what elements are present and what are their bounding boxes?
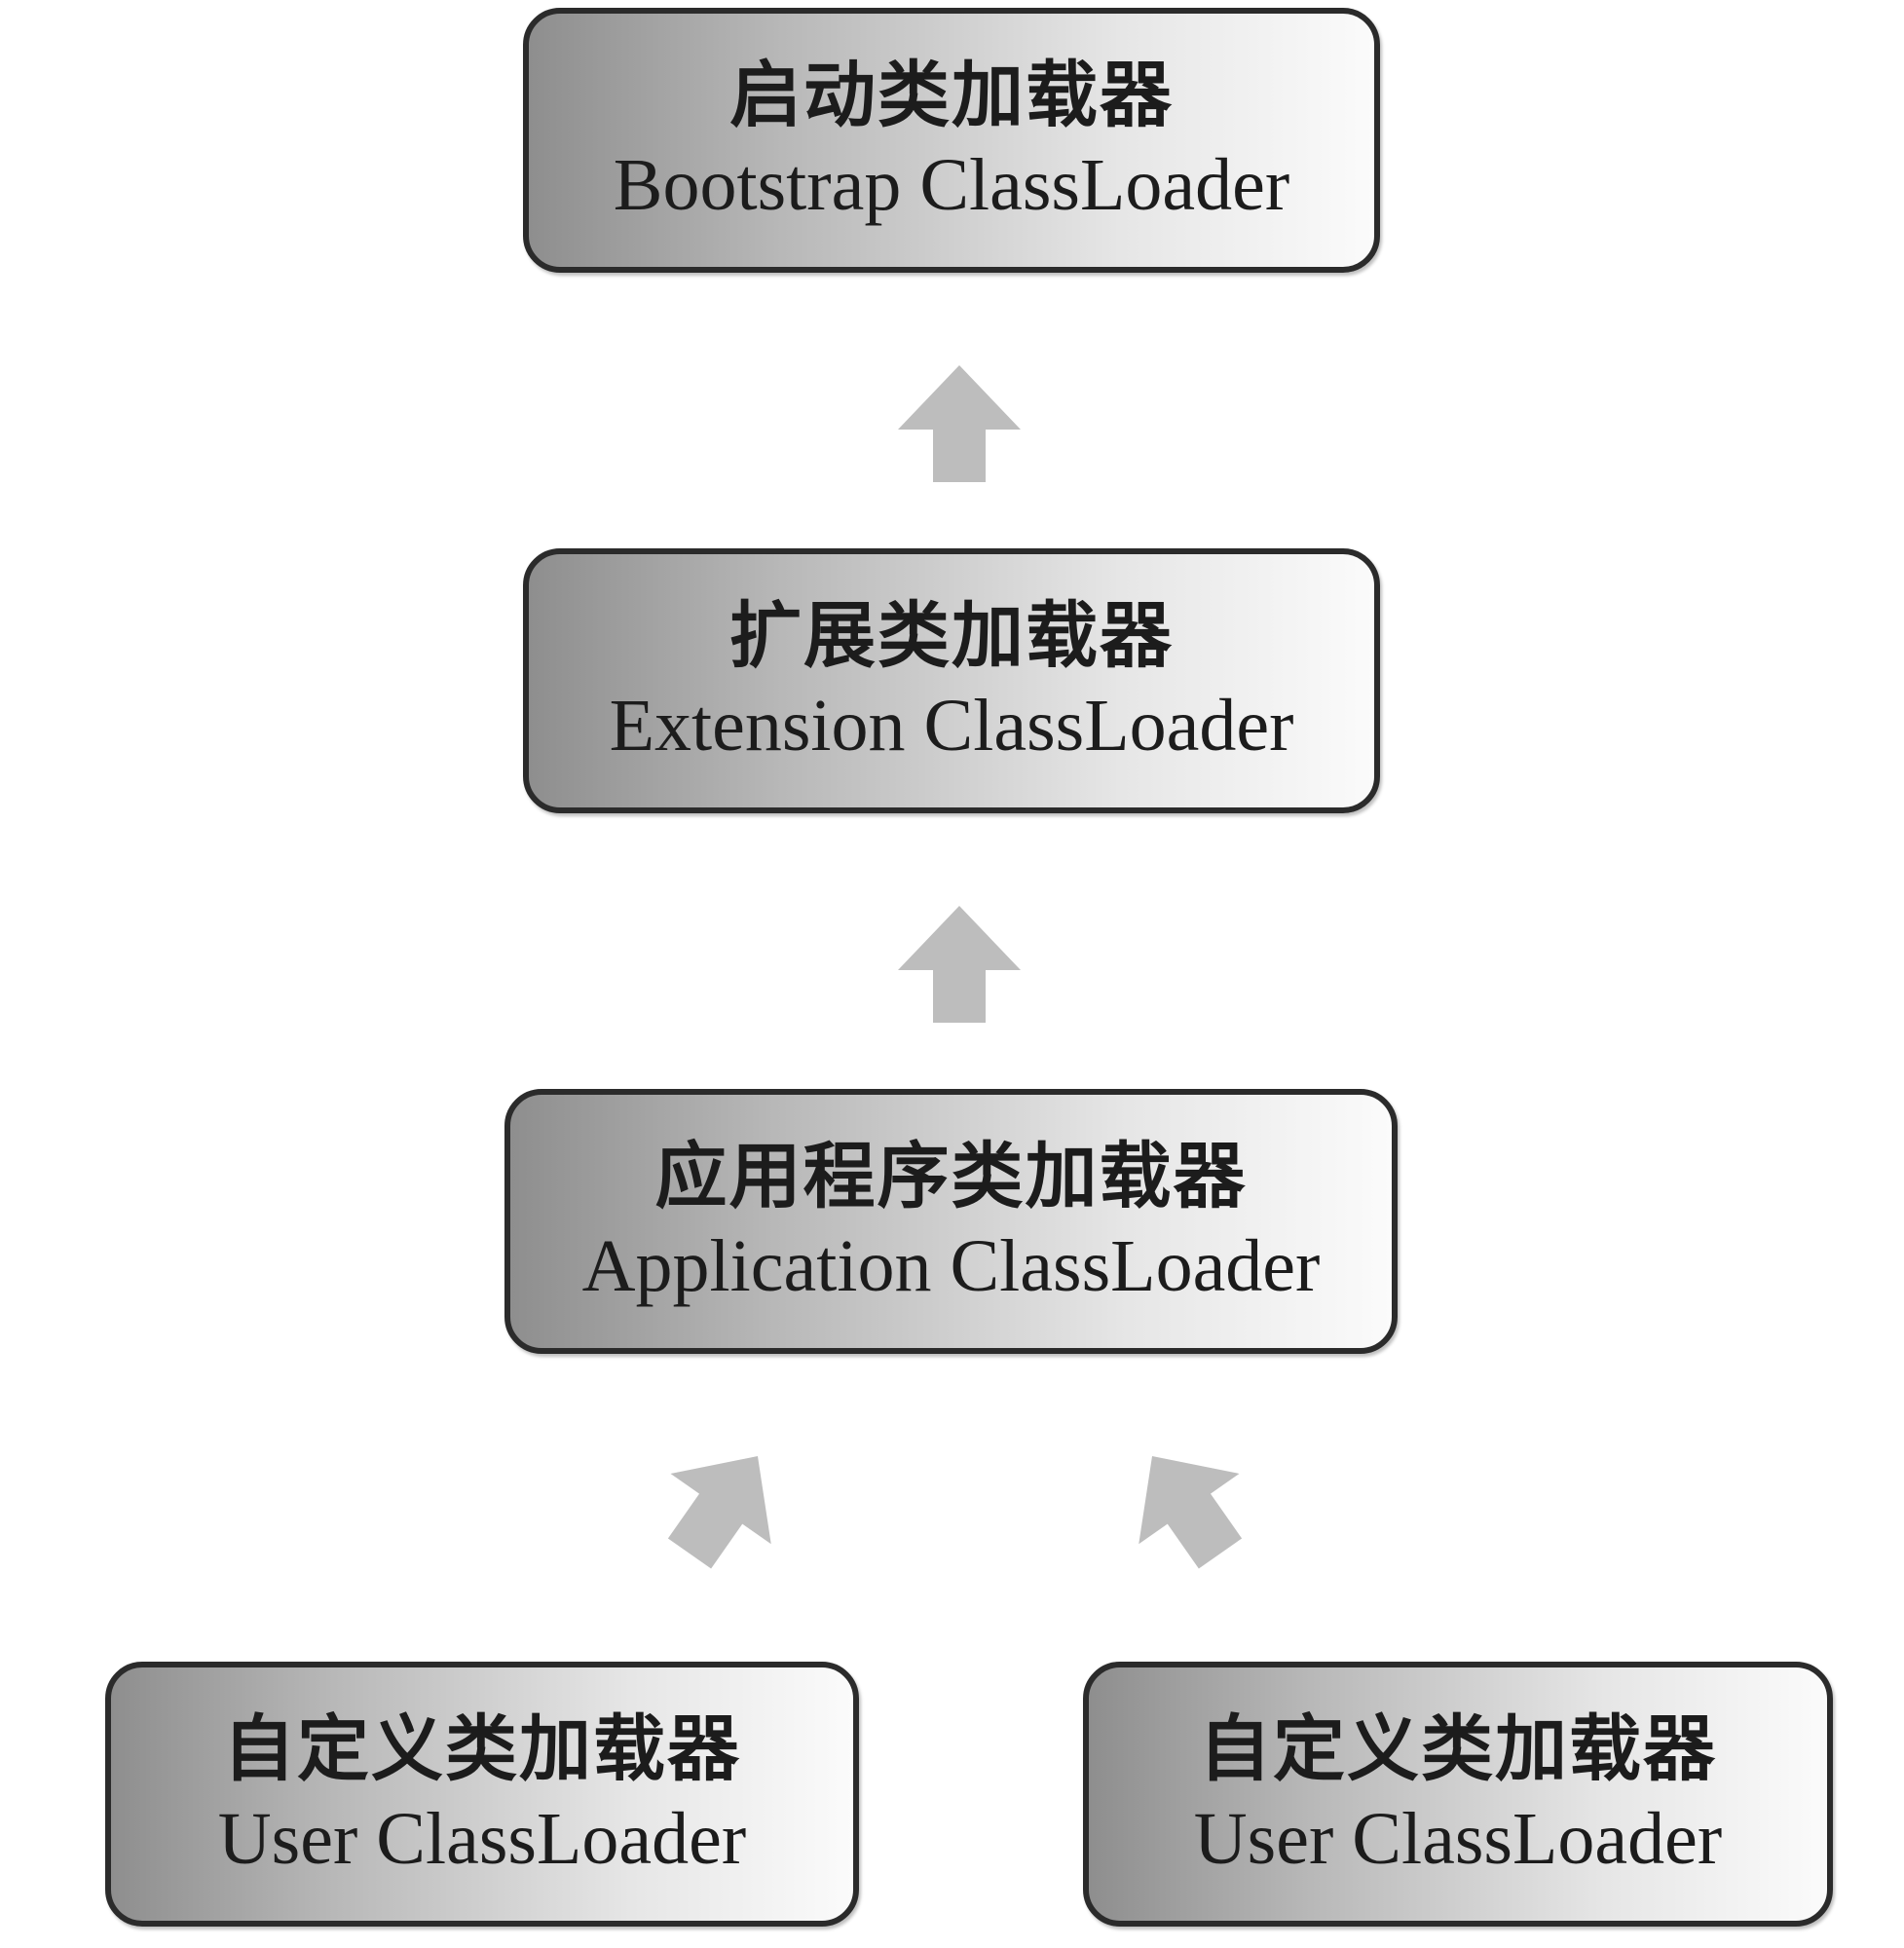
- node-label-en: User ClassLoader: [1193, 1798, 1723, 1880]
- node-label-zh: 扩展类加载器: [729, 594, 1174, 678]
- node-label-en: Application ClassLoader: [581, 1225, 1321, 1307]
- arrow-application-to-extension: [898, 906, 1021, 1023]
- node-label-zh: 自定义类加载器: [1199, 1707, 1717, 1791]
- node-label-en: Bootstrap ClassLoader: [613, 144, 1290, 226]
- node-label-en: User ClassLoader: [217, 1798, 747, 1880]
- node-label-zh: 应用程序类加载器: [654, 1135, 1248, 1218]
- node-application-classloader: 应用程序类加载器 Application ClassLoader: [504, 1089, 1398, 1354]
- arrow-extension-to-bootstrap: [898, 365, 1021, 482]
- node-label-zh: 自定义类加载器: [223, 1707, 741, 1791]
- arrow-user-1-to-application: [667, 1456, 771, 1569]
- node-bootstrap-classloader: 启动类加载器 Bootstrap ClassLoader: [523, 8, 1380, 273]
- arrow-user-2-to-application: [1139, 1456, 1243, 1569]
- node-label-zh: 启动类加载器: [729, 54, 1174, 137]
- node-user-classloader-1: 自定义类加载器 User ClassLoader: [105, 1662, 859, 1927]
- node-user-classloader-2: 自定义类加载器 User ClassLoader: [1083, 1662, 1833, 1927]
- node-extension-classloader: 扩展类加载器 Extension ClassLoader: [523, 548, 1380, 813]
- node-label-en: Extension ClassLoader: [609, 685, 1294, 767]
